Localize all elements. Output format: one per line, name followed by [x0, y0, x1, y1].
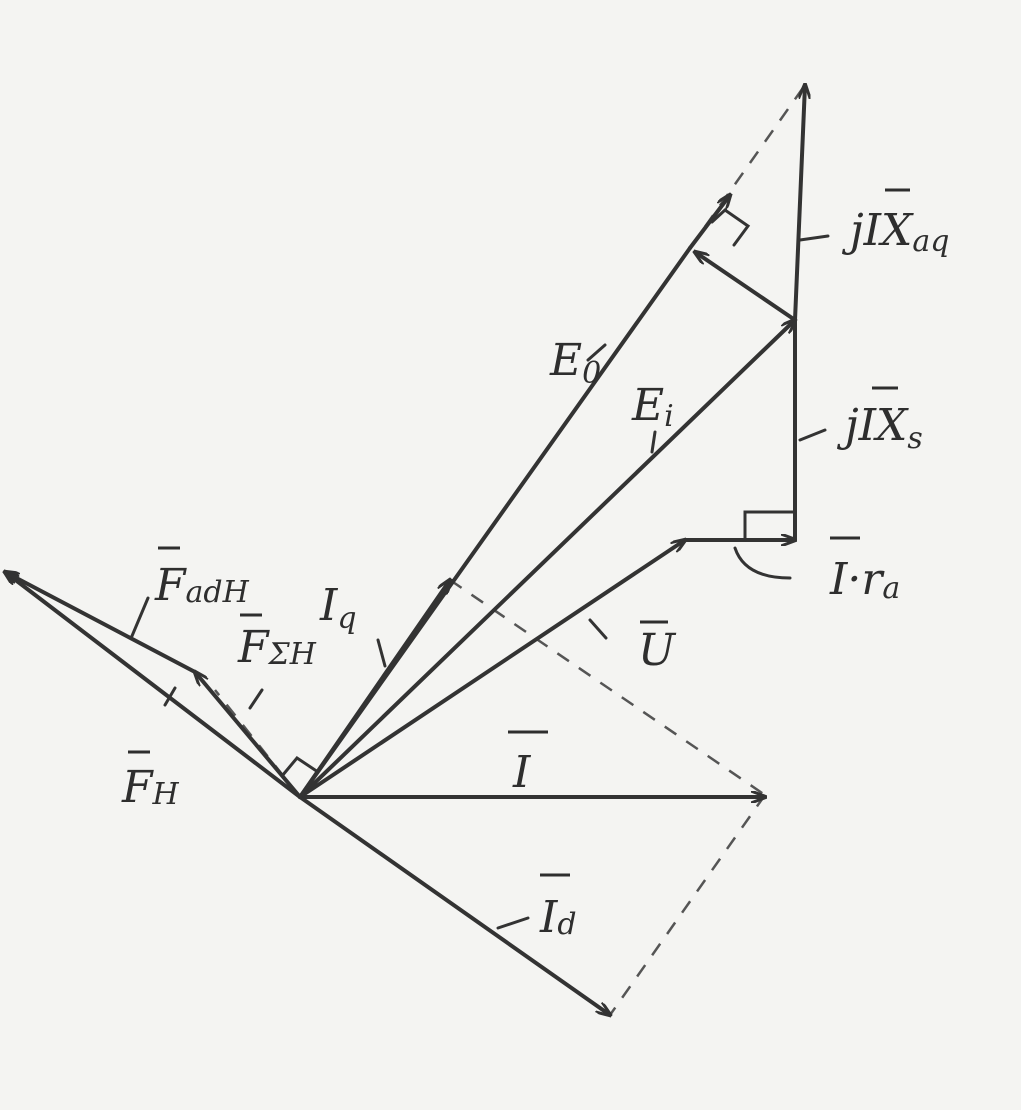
leader-jixaq: [798, 234, 830, 242]
angle-arc-ira: [733, 546, 792, 580]
svg-text:jIXs: jIXs: [836, 400, 923, 456]
vector-perp-to-e0: [695, 252, 797, 322]
label-fh: FH: [121, 750, 180, 813]
leader-e0: [586, 343, 607, 362]
label-jixs: jIXs: [836, 386, 923, 456]
label-u: U: [638, 620, 677, 676]
svg-text:FadH: FadH: [154, 560, 250, 611]
svg-text:I·ra: I·ra: [829, 554, 900, 606]
vector-e0-tip: [688, 195, 730, 250]
svg-text:Id: Id: [539, 892, 577, 943]
leader-iq: [376, 638, 387, 668]
label-fadh: FadH: [154, 546, 250, 611]
right-angle-mark-origin: [280, 756, 320, 778]
label-ei: Ei: [631, 380, 674, 434]
label-ira: I·ra: [829, 536, 900, 606]
svg-text:E0: E0: [549, 335, 601, 391]
leader-fh: [163, 686, 177, 707]
dashed-iq-to-i: [449, 578, 766, 797]
label-iq: Iq: [319, 580, 357, 636]
vector-e0: [298, 246, 692, 799]
vector-ei: [298, 320, 795, 799]
leader-jixs: [798, 428, 827, 442]
vector-u: [298, 540, 685, 799]
vector-id: [298, 795, 610, 1015]
leader-fsh: [248, 688, 264, 710]
leader-id: [496, 916, 530, 930]
label-i: I: [508, 730, 548, 798]
svg-text:Ei: Ei: [631, 380, 674, 434]
svg-text:FΣH: FΣH: [237, 622, 317, 673]
svg-text:jIXaq: jIXaq: [841, 205, 949, 259]
leader-ei: [650, 430, 657, 454]
vector-fadh: [5, 572, 197, 674]
dashed-i-to-id: [608, 794, 767, 1016]
leader-fadh: [130, 596, 150, 638]
dashed-field-axis: [214, 689, 301, 798]
right-angle-mark-e0: [710, 208, 751, 247]
svg-text:Iq: Iq: [319, 580, 357, 636]
vector-jixaq: [793, 85, 805, 322]
leader-u: [588, 618, 608, 640]
vector-fsh: [195, 672, 302, 799]
label-jixaq: jIXaq: [841, 188, 949, 259]
svg-text:I: I: [512, 747, 532, 798]
vector-fh: [5, 572, 302, 799]
right-angle-mark-ira: [743, 510, 797, 542]
label-e0: E0: [549, 335, 601, 391]
label-fsh: FΣH: [237, 613, 317, 673]
svg-text:FH: FH: [121, 762, 180, 813]
svg-text:U: U: [638, 625, 677, 676]
label-id: Id: [539, 873, 577, 943]
